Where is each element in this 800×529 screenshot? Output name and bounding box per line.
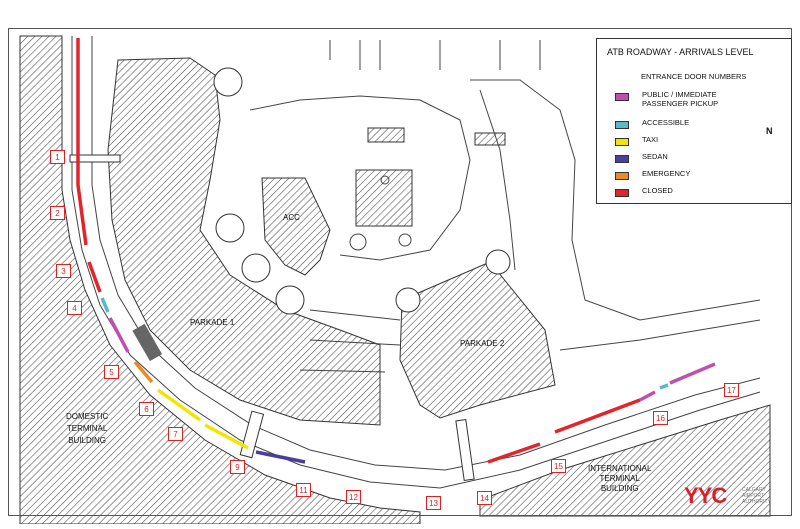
curb-taxi-1 bbox=[156, 388, 202, 422]
door-12: 12 bbox=[346, 490, 361, 504]
door-13: 13 bbox=[426, 496, 441, 510]
door-17: 17 bbox=[724, 383, 739, 397]
door-9: 9 bbox=[230, 460, 245, 474]
curb-closed-1 bbox=[76, 38, 88, 246]
ramp bbox=[132, 323, 163, 362]
map-title: ATB ROADWAY - ARRIVALS LEVEL bbox=[607, 47, 754, 57]
roads bbox=[71, 36, 761, 489]
legend-item-emergency: EMERGENCY bbox=[615, 169, 785, 189]
door-5: 5 bbox=[104, 365, 119, 379]
acc-label: ACC bbox=[283, 213, 300, 222]
curb-closed-3 bbox=[487, 442, 541, 464]
door-7: 7 bbox=[168, 427, 183, 441]
door-14: 14 bbox=[477, 491, 492, 505]
door-11: 11 bbox=[296, 483, 311, 497]
map-frame bbox=[8, 28, 792, 516]
curb-accessible-1 bbox=[100, 297, 110, 313]
international-terminal-shape bbox=[479, 404, 771, 517]
legend-item-taxi: TAXI bbox=[615, 135, 785, 155]
logo-text: YYC bbox=[684, 483, 727, 508]
curb-segments bbox=[76, 38, 716, 464]
legend-swatch bbox=[615, 155, 629, 163]
legend-item-sedan: SEDAN bbox=[615, 152, 785, 172]
door-4: 4 bbox=[67, 301, 82, 315]
curb-pickup-1 bbox=[108, 317, 130, 353]
curb-emergency-1 bbox=[133, 360, 154, 384]
door-16: 16 bbox=[653, 411, 668, 425]
central-building bbox=[355, 169, 413, 227]
legend-item-closed: CLOSED bbox=[615, 186, 785, 206]
legend-swatch bbox=[615, 189, 629, 197]
legend-item-accessible: ACCESSIBLE bbox=[615, 118, 785, 138]
small-building bbox=[367, 127, 405, 143]
legend-swatch bbox=[615, 138, 629, 146]
curb-pickup-2 bbox=[639, 390, 656, 402]
legend-box: ATB ROADWAY - ARRIVALS LEVEL ENTRANCE DO… bbox=[596, 38, 792, 204]
curb-taxi-2 bbox=[204, 423, 249, 450]
door-2: 2 bbox=[50, 206, 65, 220]
parkade-1-shape bbox=[107, 57, 381, 426]
legend-swatch bbox=[615, 172, 629, 180]
curb-accessible-2 bbox=[659, 383, 669, 390]
acc-shape bbox=[261, 177, 331, 276]
north-label: N bbox=[766, 126, 773, 136]
parkade-2-shape bbox=[399, 261, 556, 419]
curb-closed-4 bbox=[554, 398, 641, 434]
curb-pickup-3 bbox=[669, 362, 716, 385]
international-terminal-label: INTERNATIONAL TERMINAL BUILDING bbox=[588, 464, 652, 493]
domestic-terminal-label: DOMESTIC TERMINAL BUILDING bbox=[66, 412, 109, 445]
yyc-logo: YYC CALGARY AIRPORT AUTHORITY bbox=[684, 483, 784, 513]
door-15: 15 bbox=[551, 459, 566, 473]
door-6: 6 bbox=[139, 402, 154, 416]
parkade-1-label: PARKADE 1 bbox=[190, 318, 235, 327]
curb-sedan-1 bbox=[255, 450, 306, 464]
logo-subtext: CALGARY AIRPORT AUTHORITY bbox=[742, 487, 771, 505]
door-3: 3 bbox=[56, 264, 71, 278]
legend-item-pickup: PUBLIC / IMMEDIATE PASSENGER PICKUP bbox=[615, 90, 785, 110]
legend-subtitle: ENTRANCE DOOR NUMBERS bbox=[641, 72, 747, 81]
door-1: 1 bbox=[50, 150, 65, 164]
legend-swatch bbox=[615, 93, 629, 101]
parkade-2-label: PARKADE 2 bbox=[460, 339, 505, 348]
legend-swatch bbox=[615, 121, 629, 129]
curb-closed-2 bbox=[87, 261, 102, 293]
